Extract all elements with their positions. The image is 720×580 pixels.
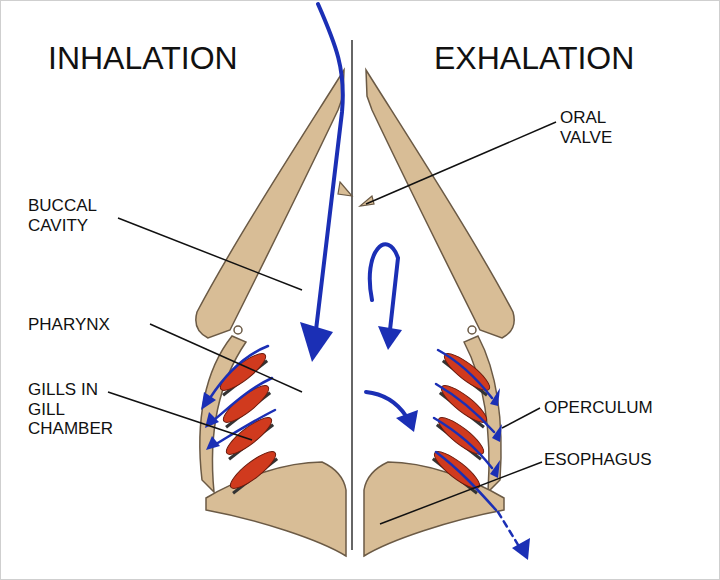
gill-set — [430, 348, 496, 494]
leader-line — [380, 462, 542, 524]
panel-heading: EXHALATION — [434, 40, 694, 77]
flow-arrow — [214, 378, 272, 420]
divider-line — [351, 40, 353, 550]
operculum-hinge — [468, 326, 476, 334]
arrow-head — [490, 460, 500, 478]
head-half — [360, 70, 514, 556]
leader-lines — [108, 122, 556, 524]
arrow-head — [201, 392, 216, 410]
arrow-head — [512, 538, 530, 560]
oral-valve-flap — [338, 182, 352, 196]
leader-line — [150, 324, 302, 392]
arrow-head — [490, 388, 500, 406]
arrow-head — [378, 326, 402, 350]
leader-line — [366, 122, 556, 204]
flow-arrow — [434, 418, 492, 468]
gill-set — [214, 348, 280, 494]
part-label: ESOPHAGUS — [544, 450, 684, 470]
part-label: BUCCAL CAVITY — [28, 196, 128, 235]
part-label: ORAL VALVE — [560, 108, 650, 147]
arrow-heads — [201, 322, 530, 560]
flow-arrow — [436, 452, 496, 510]
gill — [224, 446, 280, 494]
part-label: OPERCULUM — [544, 398, 684, 418]
arrow-head — [492, 424, 502, 442]
water-flow — [210, 4, 520, 548]
gill-arch — [226, 446, 280, 493]
flow-arrow — [366, 392, 406, 416]
lower-jaw — [364, 462, 504, 556]
head-half — [196, 70, 352, 556]
part-label: GILLS IN GILL CHAMBER — [28, 380, 113, 439]
part-label: PHARYNX — [28, 315, 148, 335]
operculum-hinge — [234, 326, 242, 334]
upper-jaw — [366, 70, 514, 338]
arrow-head — [206, 436, 220, 450]
lower-jaw — [206, 462, 346, 556]
arrow-head — [396, 410, 418, 432]
flow-arrow — [370, 244, 398, 330]
leader-line — [118, 218, 302, 290]
leader-line — [502, 408, 540, 428]
leader-line — [108, 392, 252, 440]
flow-arrow — [316, 4, 343, 330]
arrow-head — [300, 322, 333, 362]
flow-arrow — [210, 346, 268, 398]
flow-arrow — [216, 410, 275, 444]
panel-heading: INHALATION — [48, 40, 308, 77]
flow-arrow — [498, 512, 520, 548]
